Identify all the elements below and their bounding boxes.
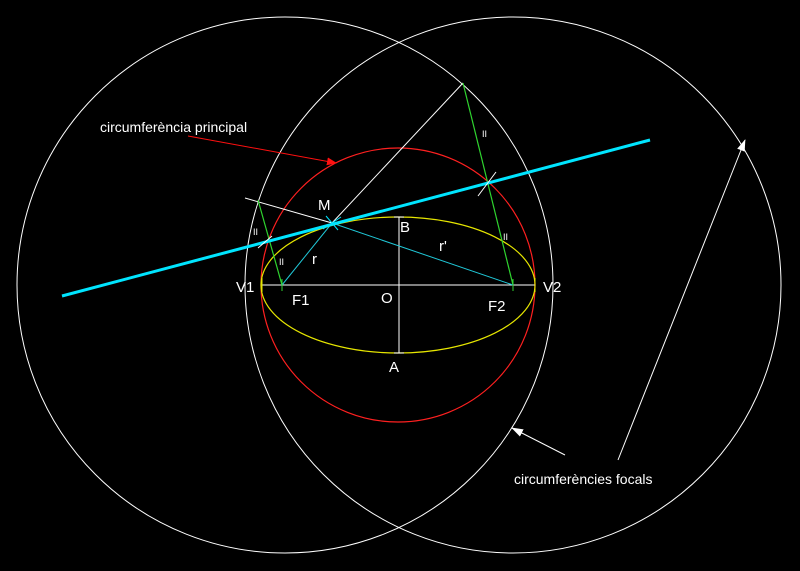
parallel-mark-4: II [503, 232, 508, 242]
label-a: A [389, 359, 399, 376]
radius-r-prime [331, 222, 514, 286]
construction-line-left [244, 197, 333, 224]
tick-m-b [325, 215, 339, 231]
parallel-line-left [257, 199, 283, 286]
label-o: O [381, 290, 393, 307]
caption-circumferencies-focals: circumferències focals [514, 471, 653, 487]
tangent-line [61, 138, 651, 298]
parallel-mark-3: II [482, 129, 487, 139]
focal-circle-f2 [244, 16, 782, 554]
focal-arrow-left [511, 427, 566, 456]
tick-left [257, 235, 273, 249]
radius-r [281, 222, 333, 286]
label-b: B [400, 219, 410, 236]
label-f2: F2 [488, 298, 506, 315]
label-r: r [312, 251, 317, 268]
tick-right [477, 171, 497, 197]
principal-circle-arrow [187, 135, 337, 166]
focal-arrow-right [617, 139, 746, 461]
parallel-mark-1: II [253, 227, 258, 237]
label-v1: V1 [236, 279, 254, 296]
parallel-mark-2: II [279, 257, 284, 267]
focal-circle-f1 [16, 16, 554, 554]
label-v2: V2 [543, 279, 561, 296]
caption-circumferencia-principal: circumferència principal [100, 119, 247, 135]
label-f1: F1 [292, 292, 310, 309]
label-r-prime: r' [439, 238, 447, 255]
label-m: M [318, 197, 331, 214]
construction-line-right [331, 82, 464, 224]
